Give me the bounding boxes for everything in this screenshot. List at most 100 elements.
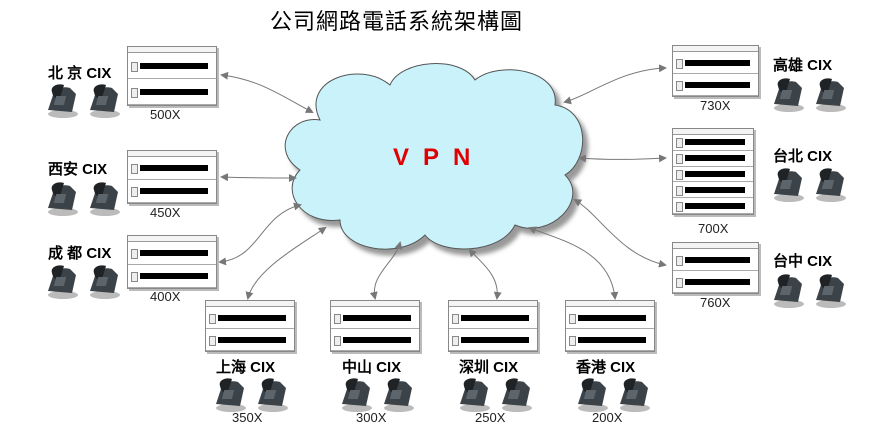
link-taichung bbox=[573, 198, 667, 268]
slot-bar bbox=[685, 278, 750, 285]
model-label-shanghai: 350X bbox=[232, 410, 263, 425]
link-zhongshan bbox=[369, 241, 403, 300]
phone-icon bbox=[768, 272, 806, 315]
device-slot bbox=[673, 74, 758, 96]
phone-icon bbox=[84, 263, 122, 306]
slot-bar bbox=[685, 81, 750, 88]
slot-bar bbox=[140, 165, 208, 171]
device-top bbox=[566, 301, 654, 307]
slot-led bbox=[676, 58, 683, 69]
device-slot bbox=[673, 167, 753, 183]
site-label-hongkong: 香港 CIX bbox=[576, 359, 636, 376]
phone-icon bbox=[810, 76, 848, 119]
slot-led bbox=[131, 187, 138, 197]
phone-icon bbox=[496, 376, 534, 419]
phone-icon bbox=[252, 376, 290, 419]
slot-bar bbox=[140, 250, 208, 256]
phones-xian bbox=[42, 180, 122, 223]
slot-bar bbox=[140, 62, 208, 69]
phone-icon bbox=[336, 376, 374, 419]
slot-led bbox=[676, 185, 683, 196]
model-label-shenzhen: 250X bbox=[475, 410, 506, 425]
slot-led bbox=[334, 313, 341, 324]
model-label-taichung: 760X bbox=[700, 295, 731, 310]
slot-led bbox=[676, 169, 683, 180]
site-label-taipei: 台北 CIX bbox=[773, 148, 833, 165]
device-slot bbox=[128, 265, 216, 288]
slot-bar bbox=[685, 59, 750, 66]
phones-chengdu bbox=[42, 263, 122, 306]
site-label-beijing: 北 京 CIX bbox=[48, 65, 112, 82]
device-slot bbox=[331, 307, 419, 329]
device-top bbox=[449, 301, 537, 307]
slot-bar bbox=[140, 88, 208, 95]
link-hongkong bbox=[528, 226, 619, 300]
site-label-shanghai: 上海 CIX bbox=[216, 359, 276, 376]
device-slot bbox=[673, 271, 758, 293]
slot-bar bbox=[343, 314, 411, 321]
site-label-xian: 西安 CIX bbox=[48, 161, 108, 178]
device-slot bbox=[673, 198, 753, 214]
slot-led bbox=[131, 87, 138, 98]
phone-icon bbox=[768, 166, 806, 209]
link-chengdu bbox=[218, 202, 302, 266]
site-label-chengdu: 成 都 CIX bbox=[48, 245, 112, 262]
phone-icon bbox=[84, 82, 122, 125]
slot-led bbox=[676, 277, 683, 288]
slot-bar bbox=[578, 314, 646, 321]
device-top bbox=[128, 236, 216, 242]
model-label-beijing: 500X bbox=[150, 107, 181, 122]
phone-icon bbox=[42, 180, 80, 223]
cix-device-kaohsiung bbox=[672, 45, 759, 97]
slot-bar bbox=[343, 336, 411, 343]
device-slot bbox=[449, 307, 537, 329]
device-slot bbox=[128, 157, 216, 180]
device-slot bbox=[566, 329, 654, 351]
link-kaohsiung bbox=[563, 64, 667, 105]
device-top bbox=[128, 151, 216, 157]
slot-bar bbox=[461, 314, 529, 321]
device-top bbox=[673, 243, 758, 249]
device-slot bbox=[673, 52, 758, 74]
slot-led bbox=[131, 164, 138, 174]
slot-led bbox=[131, 61, 138, 72]
cix-device-shenzhen bbox=[448, 300, 538, 352]
phones-taichung bbox=[768, 272, 848, 315]
device-slot bbox=[673, 135, 753, 151]
slot-led bbox=[209, 335, 216, 346]
cix-device-chengdu bbox=[127, 235, 217, 289]
link-shenzhen bbox=[468, 248, 502, 300]
phone-icon bbox=[210, 376, 248, 419]
device-top bbox=[206, 301, 294, 307]
cix-device-taipei bbox=[672, 128, 754, 215]
model-label-kaohsiung: 730X bbox=[700, 98, 731, 113]
cix-device-shanghai bbox=[205, 300, 295, 352]
slot-led bbox=[569, 335, 576, 346]
slot-led bbox=[676, 201, 683, 212]
slot-led bbox=[131, 249, 138, 259]
cix-device-hongkong bbox=[565, 300, 655, 352]
phone-icon bbox=[42, 82, 80, 125]
model-label-hongkong: 200X bbox=[592, 410, 623, 425]
link-taipei bbox=[578, 154, 667, 163]
slot-bar bbox=[140, 188, 208, 194]
phone-icon bbox=[42, 263, 80, 306]
device-top bbox=[673, 129, 753, 135]
slot-bar bbox=[685, 170, 745, 177]
link-shanghai bbox=[245, 226, 327, 300]
slot-led bbox=[452, 335, 459, 346]
phones-zhongshan bbox=[336, 376, 416, 419]
phones-shenzhen bbox=[454, 376, 534, 419]
device-slot bbox=[128, 53, 216, 79]
cix-device-zhongshan bbox=[330, 300, 420, 352]
device-slot bbox=[673, 249, 758, 271]
device-slot bbox=[128, 180, 216, 203]
phones-beijing bbox=[42, 82, 122, 125]
slot-bar bbox=[685, 202, 745, 209]
slot-led bbox=[452, 313, 459, 324]
site-label-zhongshan: 中山 CIX bbox=[342, 359, 402, 376]
phones-hongkong bbox=[572, 376, 652, 419]
slot-led bbox=[334, 335, 341, 346]
slot-bar bbox=[140, 273, 208, 279]
